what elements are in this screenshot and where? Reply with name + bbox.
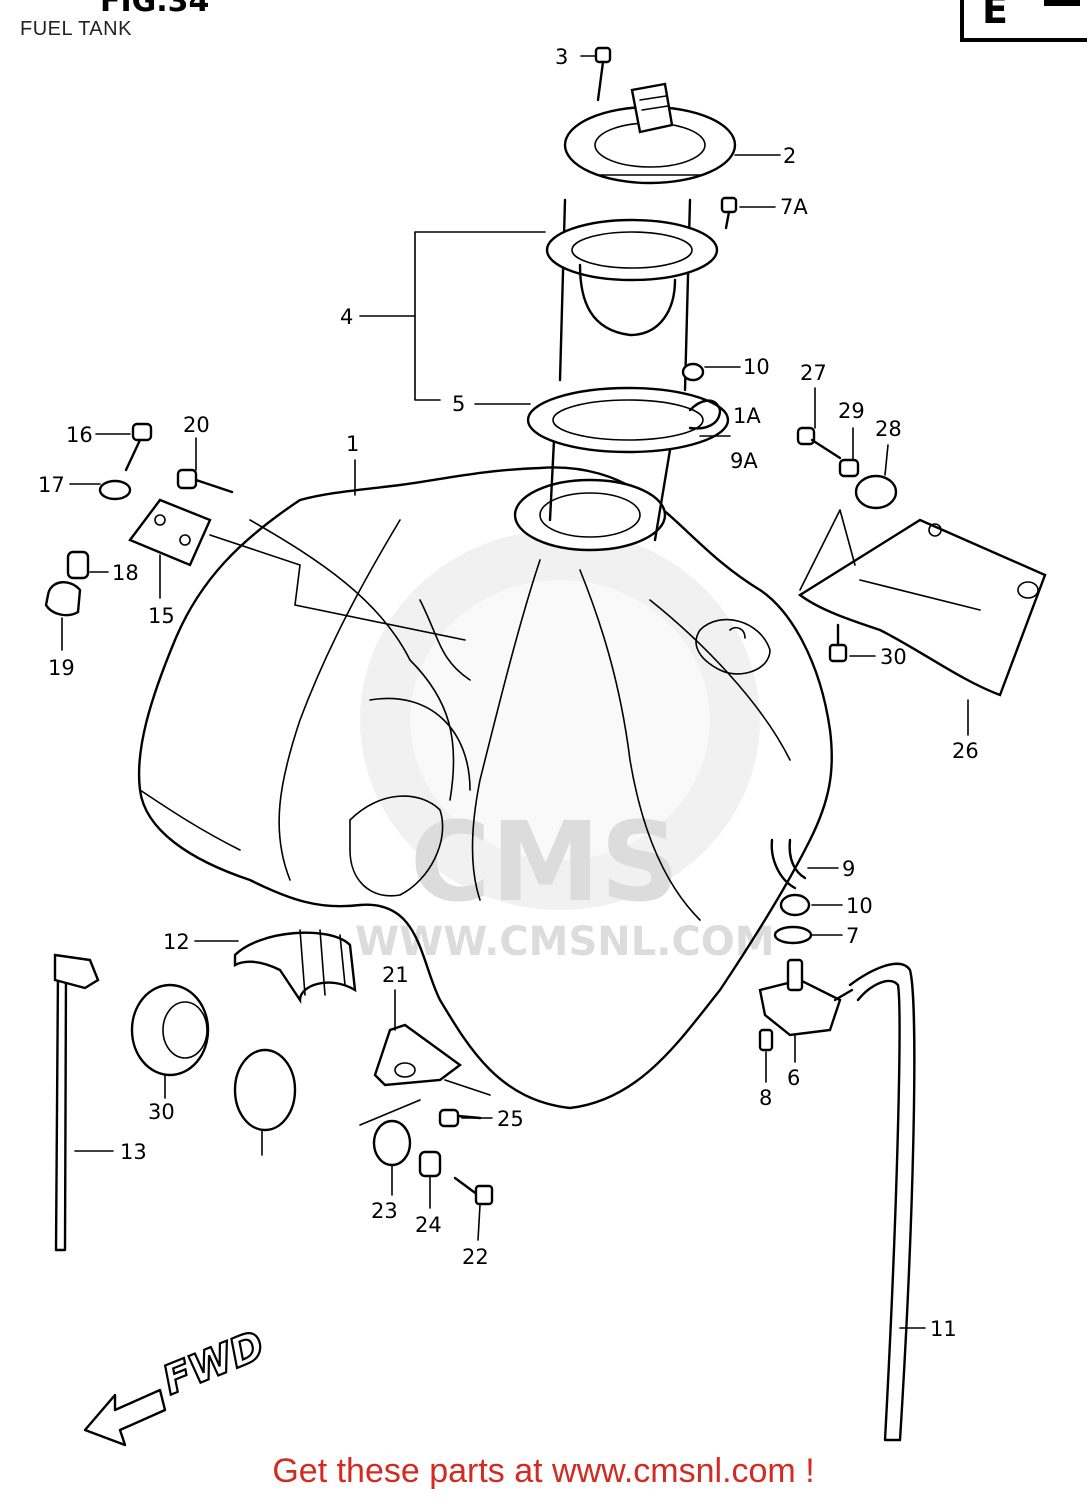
callout-2: 2 [783,144,796,168]
callout-1a: 1A [733,404,761,428]
callout-25: 26 [952,739,979,763]
callout-4: 4 [340,305,353,329]
footer-parts-link[interactable]: Get these parts at www.cmsnl.com ! [272,1452,815,1490]
leader-lines [61,55,969,1329]
watermark-brand: CMS [410,798,679,926]
right-bracket-group [796,426,1047,697]
fuel-pump-assembly [526,46,738,542]
callout-9: 9 [842,857,855,881]
callout-17: 18 [112,561,139,585]
left-bracket-group [44,422,466,641]
fwd-label: FWD [157,1322,271,1404]
callout-27: 28 [875,417,902,441]
callout-10-upper: 10 [743,355,770,379]
cms-watermark: CMS WWW.CMSNL.COM [355,530,775,965]
page-title: FUEL TANK [20,18,132,40]
callout-15: 16 [66,423,93,447]
forward-arrow: FWD [83,1321,272,1447]
callout-7a: 7 [846,924,859,948]
callout-19: 20 [183,413,210,437]
callout-3: 3 [555,45,568,69]
hoses [53,953,916,1442]
callout-11: 11 [930,1317,957,1341]
section-letter: E [982,0,1008,32]
callout-23: 24 [415,1213,442,1237]
callout-1: 1 [346,432,359,456]
section-tag: E [960,0,1087,42]
figure-number: FIG.34 [100,0,210,19]
callout-7: 6 [787,1066,800,1090]
fuel-cock-group [758,838,854,1052]
section-dash [1044,0,1080,6]
callout-12: 12 [163,930,190,954]
callout-6: 7A [780,195,808,219]
fuel-tank-body [137,466,833,1110]
callout-10-lower: 10 [846,894,873,918]
callout-24: 25 [497,1107,524,1131]
callout-18: 19 [48,656,75,680]
callout-22: 23 [371,1199,398,1223]
callout-14: 15 [148,604,175,628]
callout-26: 27 [800,361,827,385]
callout-5: 5 [452,392,465,416]
callout-29: 30 [880,645,907,669]
callout-28: 29 [838,399,865,423]
callout-30-upper: 30 [148,1100,175,1124]
callout-21: 22 [462,1245,489,1269]
callout-20: 21 [382,963,409,987]
callout-9a: 9A [730,449,758,473]
callout-13: 13 [120,1140,147,1164]
callout-8: 8 [759,1086,772,1110]
callout-labels: 3 2 7A 4 5 10 1A 9A 1 16 20 17 18 15 19 … [38,45,979,1341]
lower-parts [130,929,494,1206]
callout-16: 17 [38,473,65,497]
